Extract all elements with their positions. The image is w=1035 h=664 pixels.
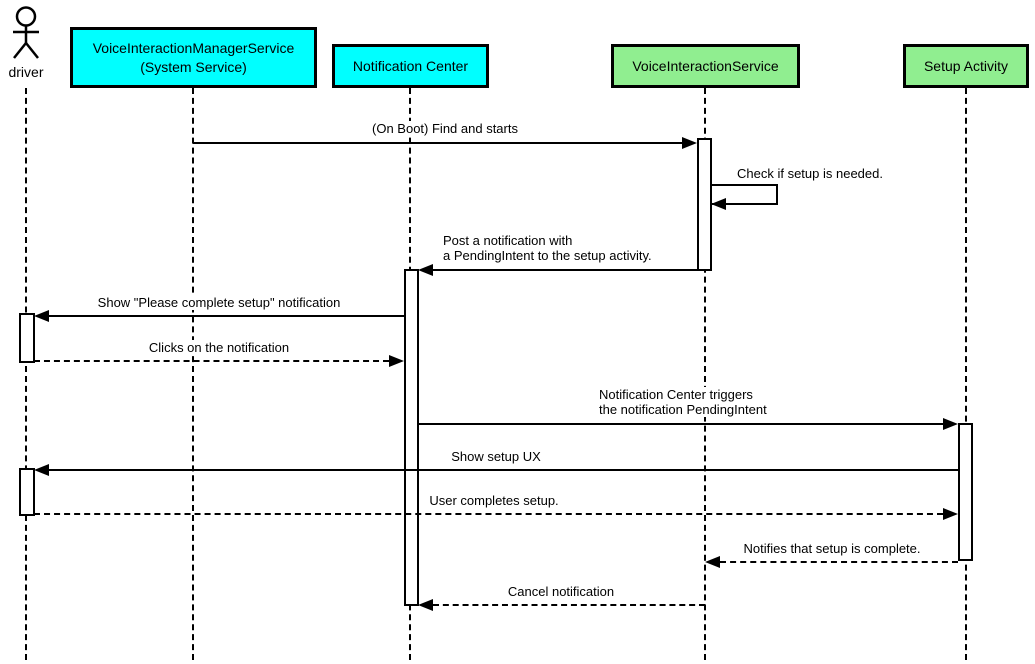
message-label-line2: the notification PendingIntent bbox=[599, 402, 767, 417]
message-line-notifies-setup-complete bbox=[720, 561, 958, 563]
participant-sublabel: (System Service) bbox=[140, 58, 247, 75]
message-label: Check if setup is needed. bbox=[735, 166, 885, 181]
message-line-post-notification bbox=[433, 269, 697, 271]
activation-voice-interaction-service bbox=[697, 138, 712, 271]
message-line-show-setup-ux bbox=[49, 469, 958, 471]
message-label-line2: a PendingIntent to the setup activity. bbox=[443, 248, 652, 263]
message-line-on-boot-find-and-starts bbox=[193, 142, 682, 144]
message-label: Notification Center triggers the notific… bbox=[597, 387, 769, 417]
message-label-line1: Post a notification with bbox=[443, 233, 573, 248]
message-self-loop-check-setup bbox=[711, 184, 778, 205]
arrowhead-right-icon bbox=[682, 137, 697, 149]
arrowhead-right-icon bbox=[943, 418, 958, 430]
participant-voice-interaction-service: VoiceInteractionService bbox=[611, 44, 800, 88]
message-label: Show setup UX bbox=[449, 449, 543, 464]
message-line-show-setup-notification bbox=[49, 315, 404, 317]
message-label: (On Boot) Find and starts bbox=[370, 121, 520, 136]
participant-label: Notification Center bbox=[352, 57, 469, 74]
message-line-clicks-notification bbox=[34, 360, 389, 362]
activation-driver-2 bbox=[19, 468, 35, 516]
message-label: Clicks on the notification bbox=[146, 340, 292, 355]
activation-setup-activity bbox=[958, 423, 973, 561]
arrowhead-left-icon bbox=[418, 264, 433, 276]
participant-voice-interaction-manager-service: VoiceInteractionManagerService (System S… bbox=[70, 27, 317, 88]
lifeline-voice-interaction-manager-service bbox=[192, 88, 194, 660]
actor-driver-label: driver bbox=[8, 64, 44, 80]
arrowhead-right-icon bbox=[389, 355, 404, 367]
arrowhead-left-icon bbox=[711, 198, 726, 210]
message-label: User completes setup. bbox=[427, 493, 561, 508]
activation-notification-center bbox=[404, 269, 419, 606]
arrowhead-left-icon bbox=[418, 599, 433, 611]
message-label: Cancel notification bbox=[505, 584, 617, 599]
activation-driver-1 bbox=[19, 313, 35, 363]
message-label-line1: Notification Center triggers bbox=[599, 387, 753, 402]
lifeline-driver bbox=[25, 88, 27, 660]
participant-notification-center: Notification Center bbox=[332, 44, 489, 88]
arrowhead-left-icon bbox=[705, 556, 720, 568]
participant-label: VoiceInteractionManagerService bbox=[92, 40, 295, 57]
message-line-user-completes-setup bbox=[34, 513, 943, 515]
arrowhead-left-icon bbox=[34, 464, 49, 476]
arrowhead-left-icon bbox=[34, 310, 49, 322]
message-line-trigger-pendingintent bbox=[418, 423, 943, 425]
actor-driver-icon bbox=[13, 6, 39, 59]
participant-setup-activity: Setup Activity bbox=[903, 44, 1029, 88]
participant-label: VoiceInteractionService bbox=[632, 57, 779, 74]
message-label: Notifies that setup is complete. bbox=[741, 541, 923, 556]
message-label: Post a notification with a PendingIntent… bbox=[441, 233, 654, 263]
message-line-cancel-notification bbox=[433, 604, 705, 606]
lifeline-voice-interaction-service bbox=[704, 88, 706, 660]
lifeline-setup-activity bbox=[965, 88, 967, 660]
arrowhead-right-icon bbox=[943, 508, 958, 520]
participant-label: Setup Activity bbox=[923, 57, 1009, 74]
message-label: Show "Please complete setup" notificatio… bbox=[95, 295, 343, 310]
